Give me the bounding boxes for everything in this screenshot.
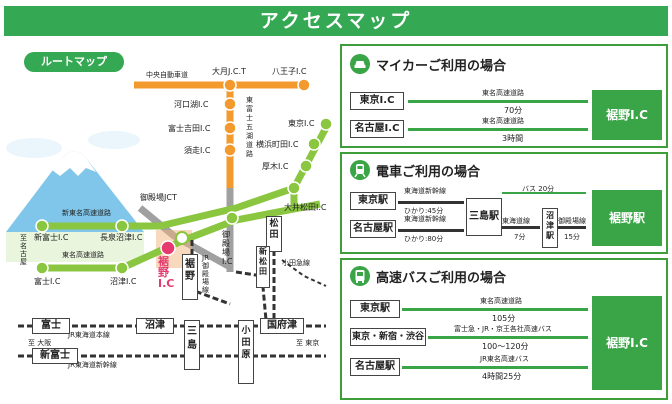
shin-fuji-ic-marker <box>35 219 49 233</box>
fuji-ic-marker <box>35 261 49 275</box>
train-from-tokyo: 東京駅 <box>350 192 396 210</box>
shin-fuji-station: 新富士 <box>32 348 78 364</box>
train-bus-label: バス 20分 <box>522 185 555 193</box>
bus-time-shinjuku: 100〜120分 <box>482 342 529 351</box>
car-icon <box>350 54 370 74</box>
tokaido-shinkansen-label: JR東海道新幹線 <box>68 361 117 369</box>
gotemba-line-label: JR御殿場線 <box>202 254 209 294</box>
bus-from-shinjuku: 東京・新宿・渋谷 <box>350 328 426 346</box>
matsuda-station: 松田 <box>266 216 282 252</box>
car-road-nagoya: 東名高速道路 <box>482 117 524 125</box>
kozu-station: 国府津 <box>260 318 304 334</box>
train-numazu: 沼津駅 <box>542 208 558 248</box>
otsuki-jct-marker <box>223 78 237 92</box>
yokohama-ic-marker <box>307 137 321 151</box>
chuo-expressway-label: 中央自動車道 <box>146 71 188 79</box>
mount-fuji-snow-icon <box>52 151 96 176</box>
car-from-tokyo: 東京I.C <box>350 92 404 110</box>
car-heading: マイカーご利用の場合 <box>376 59 507 74</box>
susono-ic-label: 裾野I.C <box>158 255 175 290</box>
train-tokaido-label: 東海道線 <box>502 217 530 225</box>
subashiri-ic-label: 須走I.C <box>184 146 211 155</box>
bus-panel: 高速バスご利用の場合 東京駅 東京・新宿・渋谷 名古屋駅 東名高速道路 105分… <box>340 258 668 400</box>
fujiyoshida-ic-marker <box>223 121 237 135</box>
susono-ic-marker <box>160 240 176 256</box>
bus-time-nagoya: 4時間25分 <box>482 372 522 381</box>
to-nagoya-label: 至名古屋 <box>20 234 27 266</box>
atsugi-ic-marker <box>299 159 313 173</box>
tokyo-ic-marker <box>319 117 333 131</box>
gotemba-jct-marker <box>175 231 189 245</box>
otsuki-jct-label: 大月J.C.T <box>212 67 246 76</box>
fuji-ic-label: 富士I.C <box>34 277 61 286</box>
train-tokyo-time: ひかり:45分 <box>404 207 444 215</box>
bus-road-nagoya: JR東名高速バス <box>480 355 529 363</box>
numazu-ic-marker <box>115 261 129 275</box>
car-road-tokyo: 東名高速道路 <box>482 89 524 97</box>
train-nagoya-time: ひかり:80分 <box>404 235 444 243</box>
bus-from-nagoya: 名古屋駅 <box>350 358 400 376</box>
car-time-tokyo: 70分 <box>504 106 523 115</box>
bus-dest: 裾野I.C <box>592 296 662 390</box>
shin-matsuda-station: 新松田 <box>256 246 270 288</box>
odakyu-line-label: 小田急線 <box>282 259 310 267</box>
bus-heading: 高速バスご利用の場合 <box>376 271 507 286</box>
bus-road-shinjuku: 富士急・JR・京王各社高速バス <box>454 325 552 333</box>
mount-fuji-icon <box>6 151 144 232</box>
route-map-label: ルートマップ <box>24 52 124 72</box>
numazu-ic-label: 沼津I.C <box>110 277 137 286</box>
to-tokyo-label: 至 東京 <box>296 339 320 347</box>
bus-icon <box>350 266 370 286</box>
gotemba-jct-label: 御殿場JCT <box>140 193 177 202</box>
oimatsuda-ic-label: 大井松田I.C <box>284 203 327 212</box>
train-gotemba-label: 御殿場線 <box>558 217 586 225</box>
shin-tomei-label: 新東名高速道路 <box>62 209 111 217</box>
car-from-nagoya: 名古屋I.C <box>350 120 404 138</box>
train-panel: 電車ご利用の場合 東京駅 名古屋駅 東海道新幹線 ひかり:45分 東海道新幹線 … <box>340 152 668 254</box>
route-map: ルートマップ 中央自動車道 新東名高速道路 東名高速道路 東富士五湖道路 大月J… <box>4 40 334 402</box>
train-mishima: 三島駅 <box>466 198 502 236</box>
car-panel: マイカーご利用の場合 東京I.C 名古屋I.C 東名高速道路 70分 東名高速道… <box>340 44 668 148</box>
to-osaka-label: 至 大阪 <box>28 339 52 347</box>
train-from-nagoya: 名古屋駅 <box>350 220 396 238</box>
subashiri-ic-marker <box>223 143 237 157</box>
bus-road-tokyo: 東名高速道路 <box>480 297 522 305</box>
nagaizumi-ic-label: 長泉沼津I.C <box>100 233 143 242</box>
train-shinkansen-top: 東海道新幹線 <box>404 187 446 195</box>
tokyo-ic-label: 東京I.C <box>288 119 315 128</box>
numazu-station: 沼津 <box>136 318 174 334</box>
shin-fuji-ic-label: 新富士I.C <box>34 233 69 242</box>
bus-from-tokyo: 東京駅 <box>350 300 400 318</box>
gotemba-ic-label: 御殿場I.C <box>222 230 233 266</box>
fujiyoshida-ic-label: 富士吉田I.C <box>168 124 211 133</box>
train-dest: 裾野駅 <box>592 190 662 246</box>
kawaguchiko-ic-label: 河口湖I.C <box>174 100 209 109</box>
higashi-fuji-label: 東富士五湖道路 <box>246 96 253 158</box>
car-dest: 裾野I.C <box>592 90 662 140</box>
train-shinkansen-bottom: 東海道新幹線 <box>404 215 446 223</box>
train-gotemba-time: 15分 <box>564 233 580 241</box>
oimatsuda-ic-marker <box>287 181 301 195</box>
odawara-station: 小田原 <box>238 320 254 384</box>
gotemba-ic-marker <box>225 211 239 225</box>
susono-station: 裾野 <box>182 254 198 300</box>
yokohama-ic-label: 横浜町田I.C <box>256 140 299 149</box>
tokaido-line-label: JR東海道本線 <box>68 331 110 339</box>
kawaguchiko-ic-marker <box>223 97 237 111</box>
car-time-nagoya: 3時間 <box>502 134 524 143</box>
hachioji-ic-label: 八王子I.C <box>272 67 307 76</box>
nagaizumi-ic-marker <box>115 219 129 233</box>
train-heading: 電車ご利用の場合 <box>376 165 481 180</box>
tomei-label: 東名高速道路 <box>62 251 104 259</box>
fuji-station: 富士 <box>32 318 70 334</box>
bus-time-tokyo: 105分 <box>492 314 516 323</box>
atsugi-ic-label: 厚木I.C <box>262 162 289 171</box>
train-tokaido-time: 7分 <box>514 233 526 241</box>
train-icon <box>350 160 370 180</box>
mishima-station: 三島 <box>184 320 200 370</box>
page-title: アクセスマップ <box>4 6 668 36</box>
hachioji-ic-marker <box>297 78 311 92</box>
